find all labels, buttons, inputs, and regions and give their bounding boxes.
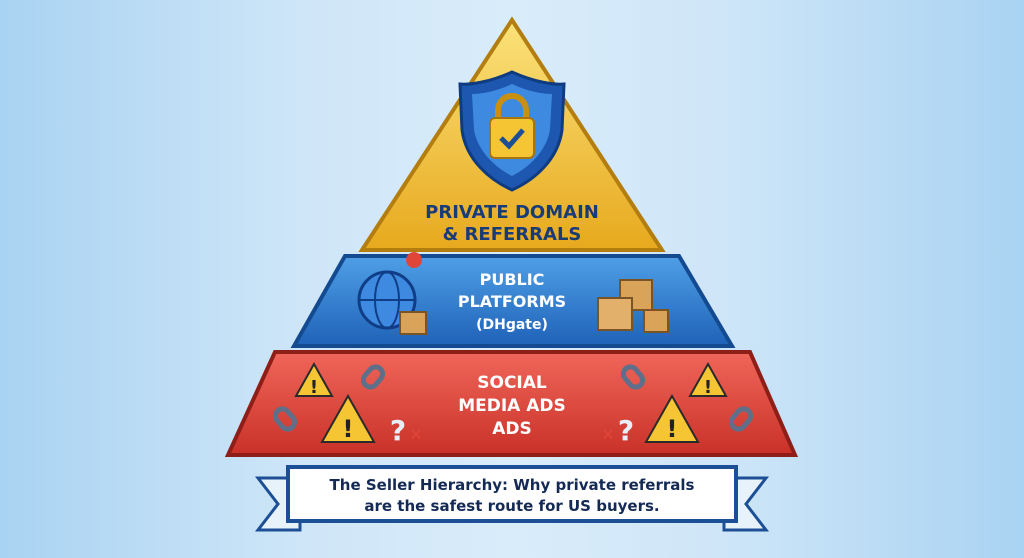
tier-middle-line-2: PLATFORMS <box>458 292 566 311</box>
caption-line-2: are the safest route for US buyers. <box>364 497 659 515</box>
svg-text:✕: ✕ <box>601 425 614 444</box>
tier-bottom-line-2: MEDIA ADS <box>458 396 566 416</box>
tier-top-private-domain: PRIVATE DOMAIN & REFERRALS <box>358 16 666 252</box>
box-icon <box>399 311 427 335</box>
question-x-icon: ?✕ ?✕ <box>390 414 634 447</box>
svg-text:!: ! <box>343 415 354 443</box>
caption-banner: The Seller Hierarchy: Why private referr… <box>254 465 770 532</box>
tier-top-line-1: PRIVATE DOMAIN <box>425 202 599 223</box>
broken-link-icon <box>272 364 754 432</box>
svg-text:!: ! <box>704 377 712 398</box>
boxes-icon <box>597 279 669 333</box>
svg-text:?: ? <box>618 414 634 447</box>
tier-middle-public-platforms: PUBLIC PLATFORMS (DHgate) <box>290 252 736 348</box>
tier-bottom-line-1: SOCIAL <box>477 373 547 393</box>
caption-line-1: The Seller Hierarchy: Why private referr… <box>330 476 695 494</box>
svg-text:?: ? <box>390 414 406 447</box>
shield-lock-icon <box>458 70 566 192</box>
svg-text:✕: ✕ <box>409 425 422 444</box>
svg-text:!: ! <box>310 377 318 398</box>
tier-bottom-line-3: ADS <box>492 419 532 439</box>
warning-icon: ! ! ! ! <box>294 361 728 443</box>
tier-middle-line-1: PUBLIC <box>480 270 545 289</box>
svg-text:!: ! <box>667 415 678 443</box>
tier-top-line-2: & REFERRALS <box>443 224 582 245</box>
tier-middle-line-3: (DHgate) <box>476 317 548 333</box>
tier-bottom-social-media-ads: ! ! ! ! ?✕ ?✕ SOCIAL MEDIA ADS ADS <box>224 350 799 457</box>
